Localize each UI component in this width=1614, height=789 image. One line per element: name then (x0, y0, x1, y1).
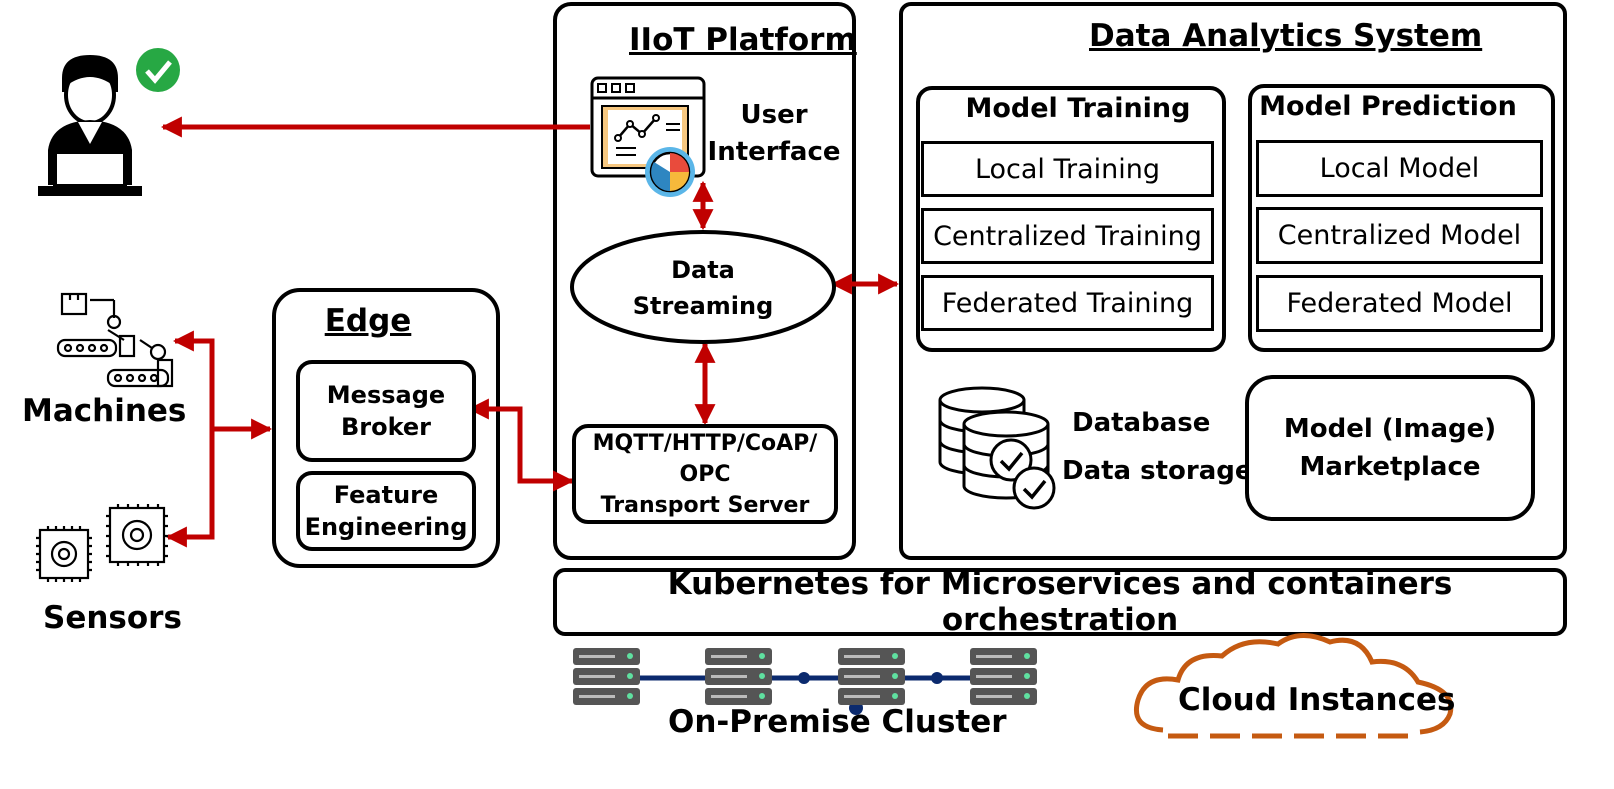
model-prediction-title: Model Prediction (1259, 90, 1517, 122)
iiot-title: IIoT Platform (629, 22, 857, 58)
feature-engineering-box: Feature Engineering (296, 471, 476, 551)
user-laptop-icon (38, 55, 142, 196)
centralized-model-item: Centralized Model (1256, 207, 1543, 264)
on-premise-label: On-Premise Cluster (668, 704, 1007, 740)
arrow-fork-sensors (165, 429, 215, 548)
chip-gear-icon (36, 504, 168, 582)
data-streaming-ellipse (570, 230, 836, 344)
message-broker-label: Message Broker (326, 381, 446, 441)
feature-engineering-label: Feature Engineering (304, 481, 468, 541)
federated-model-item: Federated Model (1256, 275, 1543, 332)
analytics-title: Data Analytics System (1089, 18, 1483, 54)
data-streaming-label: Data Streaming (632, 256, 774, 320)
local-model-item: Local Model (1256, 140, 1543, 197)
marketplace-box: Model (Image) Marketplace (1245, 375, 1535, 521)
transport-server-label: MQTT/HTTP/CoAP/ OPC Transport Server (592, 430, 818, 518)
cloud-icon (1134, 633, 1454, 739)
kubernetes-bar: Kubernetes for Microservices and contain… (553, 566, 1567, 638)
edge-title: Edge (324, 303, 412, 339)
green-check-icon (136, 48, 180, 92)
kubernetes-label: Kubernetes for Microservices and contain… (667, 566, 1453, 638)
dashboard-window-icon (590, 76, 706, 197)
server-icon (838, 648, 905, 705)
server-icon (705, 648, 772, 705)
local-training-item: Local Training (921, 141, 1214, 197)
user-interface-label: User Interface (707, 100, 841, 167)
federated-training-item: Federated Training (921, 275, 1214, 331)
message-broker-box: Message Broker (296, 360, 476, 462)
server-icon (573, 648, 640, 705)
transport-server-box: MQTT/HTTP/CoAP/ OPC Transport Server (572, 424, 838, 524)
robot-arm-conveyor-icon (56, 292, 174, 388)
database-icon (938, 386, 1056, 510)
sensors-label: Sensors (43, 600, 182, 636)
server-icon (970, 648, 1037, 705)
data-storage-label: Data storage (1062, 456, 1253, 486)
centralized-training-item: Centralized Training (921, 208, 1214, 264)
marketplace-label: Model (Image) Marketplace (1283, 414, 1497, 482)
arrow-fork-machines (172, 330, 215, 429)
model-training-title: Model Training (965, 92, 1191, 124)
on-premise-cluster-icon (573, 648, 1037, 715)
machines-label: Machines (22, 393, 187, 429)
cloud-label: Cloud Instances (1178, 682, 1456, 718)
arrow-broker-transport (467, 398, 575, 492)
database-label: Database (1072, 408, 1211, 438)
